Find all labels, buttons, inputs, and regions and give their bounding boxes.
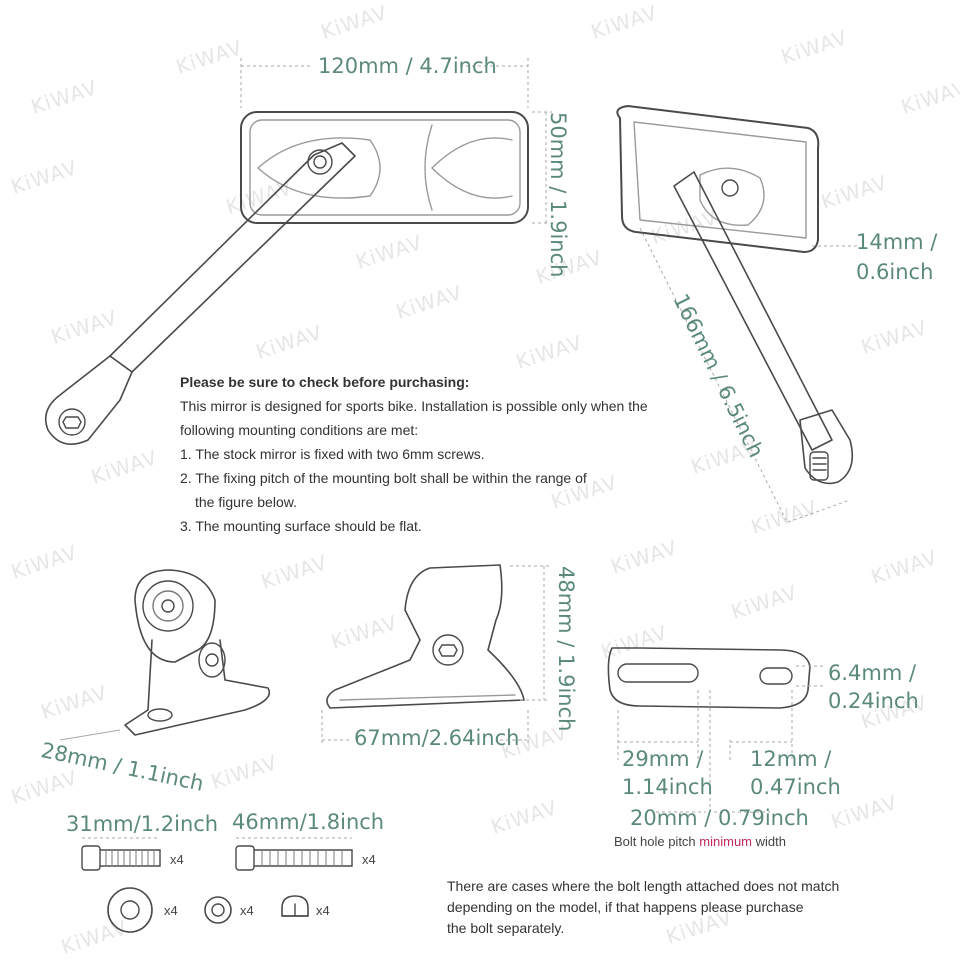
notice-item-2: 2. The fixing pitch of the mounting bolt… xyxy=(180,470,587,486)
bracket-angled-view xyxy=(124,569,270,736)
cap-nut-icon xyxy=(281,895,309,917)
bolt-long-label: 46mm/1.8inch xyxy=(232,810,385,834)
washer-large-qty: x4 xyxy=(164,903,178,918)
dimension-mirror-depth: 14mm / 0.6inch xyxy=(856,230,938,284)
bracket-side-view xyxy=(326,564,525,709)
bolt-short-label: 31mm/1.2inch xyxy=(66,812,219,836)
dimension-left-slot: 29mm / 1.14inch xyxy=(622,747,713,799)
notice-item-3: 3. The mounting surface should be flat. xyxy=(180,518,422,534)
pitch-caption: Bolt hole pitch minimum width xyxy=(614,834,786,849)
dimension-right-slot: 12mm / 0.47inch xyxy=(750,747,841,799)
dimension-bracket-length: 67mm/2.64inch xyxy=(354,726,520,750)
purchase-notice: Please be sure to check before purchasin… xyxy=(180,370,700,538)
notice-intro-line-2: following mounting conditions are met: xyxy=(180,422,419,438)
notice-item-1: 1. The stock mirror is fixed with two 6m… xyxy=(180,446,485,462)
mirror-front-view xyxy=(44,111,529,446)
nut-qty: x4 xyxy=(316,903,330,918)
dimension-bracket-height: 48mm / 1.9inch xyxy=(554,566,578,732)
bolt-long-qty: x4 xyxy=(362,852,376,867)
washer-small-qty: x4 xyxy=(240,903,254,918)
dimension-min-pitch: 20mm / 0.79inch xyxy=(630,806,809,830)
caption-highlight: minimum xyxy=(699,834,753,849)
dimension-slot-height: 6.4mm / 0.24inch xyxy=(828,661,919,713)
mounting-plate xyxy=(607,647,811,709)
bolt-short-qty: x4 xyxy=(170,852,184,867)
notice-item-2-cont: the figure below. xyxy=(195,494,297,510)
dimension-mirror-height: 50mm / 1.9inch xyxy=(546,112,570,278)
washer-small-icon xyxy=(204,896,232,924)
dimension-mirror-width: 120mm / 4.7inch xyxy=(318,54,497,78)
bolt-length-note: There are cases where the bolt length at… xyxy=(447,878,840,936)
notice-title: Please be sure to check before purchasin… xyxy=(180,374,470,390)
washer-large-icon xyxy=(107,887,153,933)
notice-intro-line-1: This mirror is designed for sports bike.… xyxy=(180,398,648,414)
mirror-rear-view xyxy=(616,105,854,485)
